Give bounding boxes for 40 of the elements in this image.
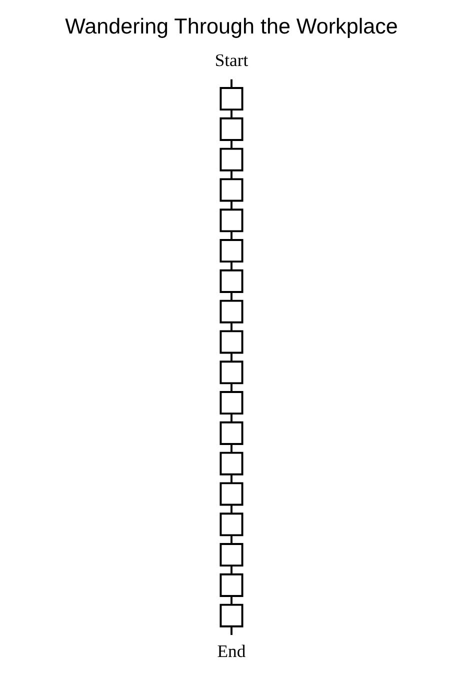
- connector: [230, 110, 232, 118]
- node-box: [219, 360, 243, 384]
- connector: [230, 474, 232, 483]
- node-text: Start: [214, 50, 248, 70]
- node-text: End: [216, 641, 246, 662]
- node-box: [219, 208, 243, 232]
- diagram-title: Wandering Through the Workplace: [64, 14, 398, 39]
- node-box: [219, 269, 243, 293]
- node-box: [219, 87, 243, 111]
- connector: [230, 140, 232, 148]
- connector: [230, 200, 232, 210]
- node-box: [219, 239, 243, 263]
- connector: [230, 170, 232, 179]
- node-box: [219, 573, 243, 597]
- node-box: [219, 604, 243, 628]
- node-box: [219, 452, 243, 476]
- node-box: [219, 421, 243, 445]
- node-box: [219, 117, 243, 141]
- node-box: [219, 543, 243, 567]
- connector: [230, 504, 232, 514]
- connector: [230, 535, 232, 544]
- node-box: [219, 330, 243, 354]
- node-box: [219, 391, 243, 415]
- connector: [230, 444, 232, 452]
- connector: [230, 383, 232, 392]
- connector: [230, 262, 232, 270]
- connector: [230, 322, 232, 331]
- connector: [230, 352, 232, 362]
- connector: [230, 596, 232, 604]
- connector: [230, 626, 232, 635]
- node-box: [219, 512, 243, 536]
- node-box: [219, 178, 243, 202]
- node-box: [219, 148, 243, 172]
- connector: [230, 231, 232, 240]
- node-box: [219, 300, 243, 324]
- node-box: [219, 482, 243, 506]
- connector: [230, 414, 232, 422]
- connector: [230, 566, 232, 574]
- connector: [230, 292, 232, 300]
- connector: [230, 79, 232, 88]
